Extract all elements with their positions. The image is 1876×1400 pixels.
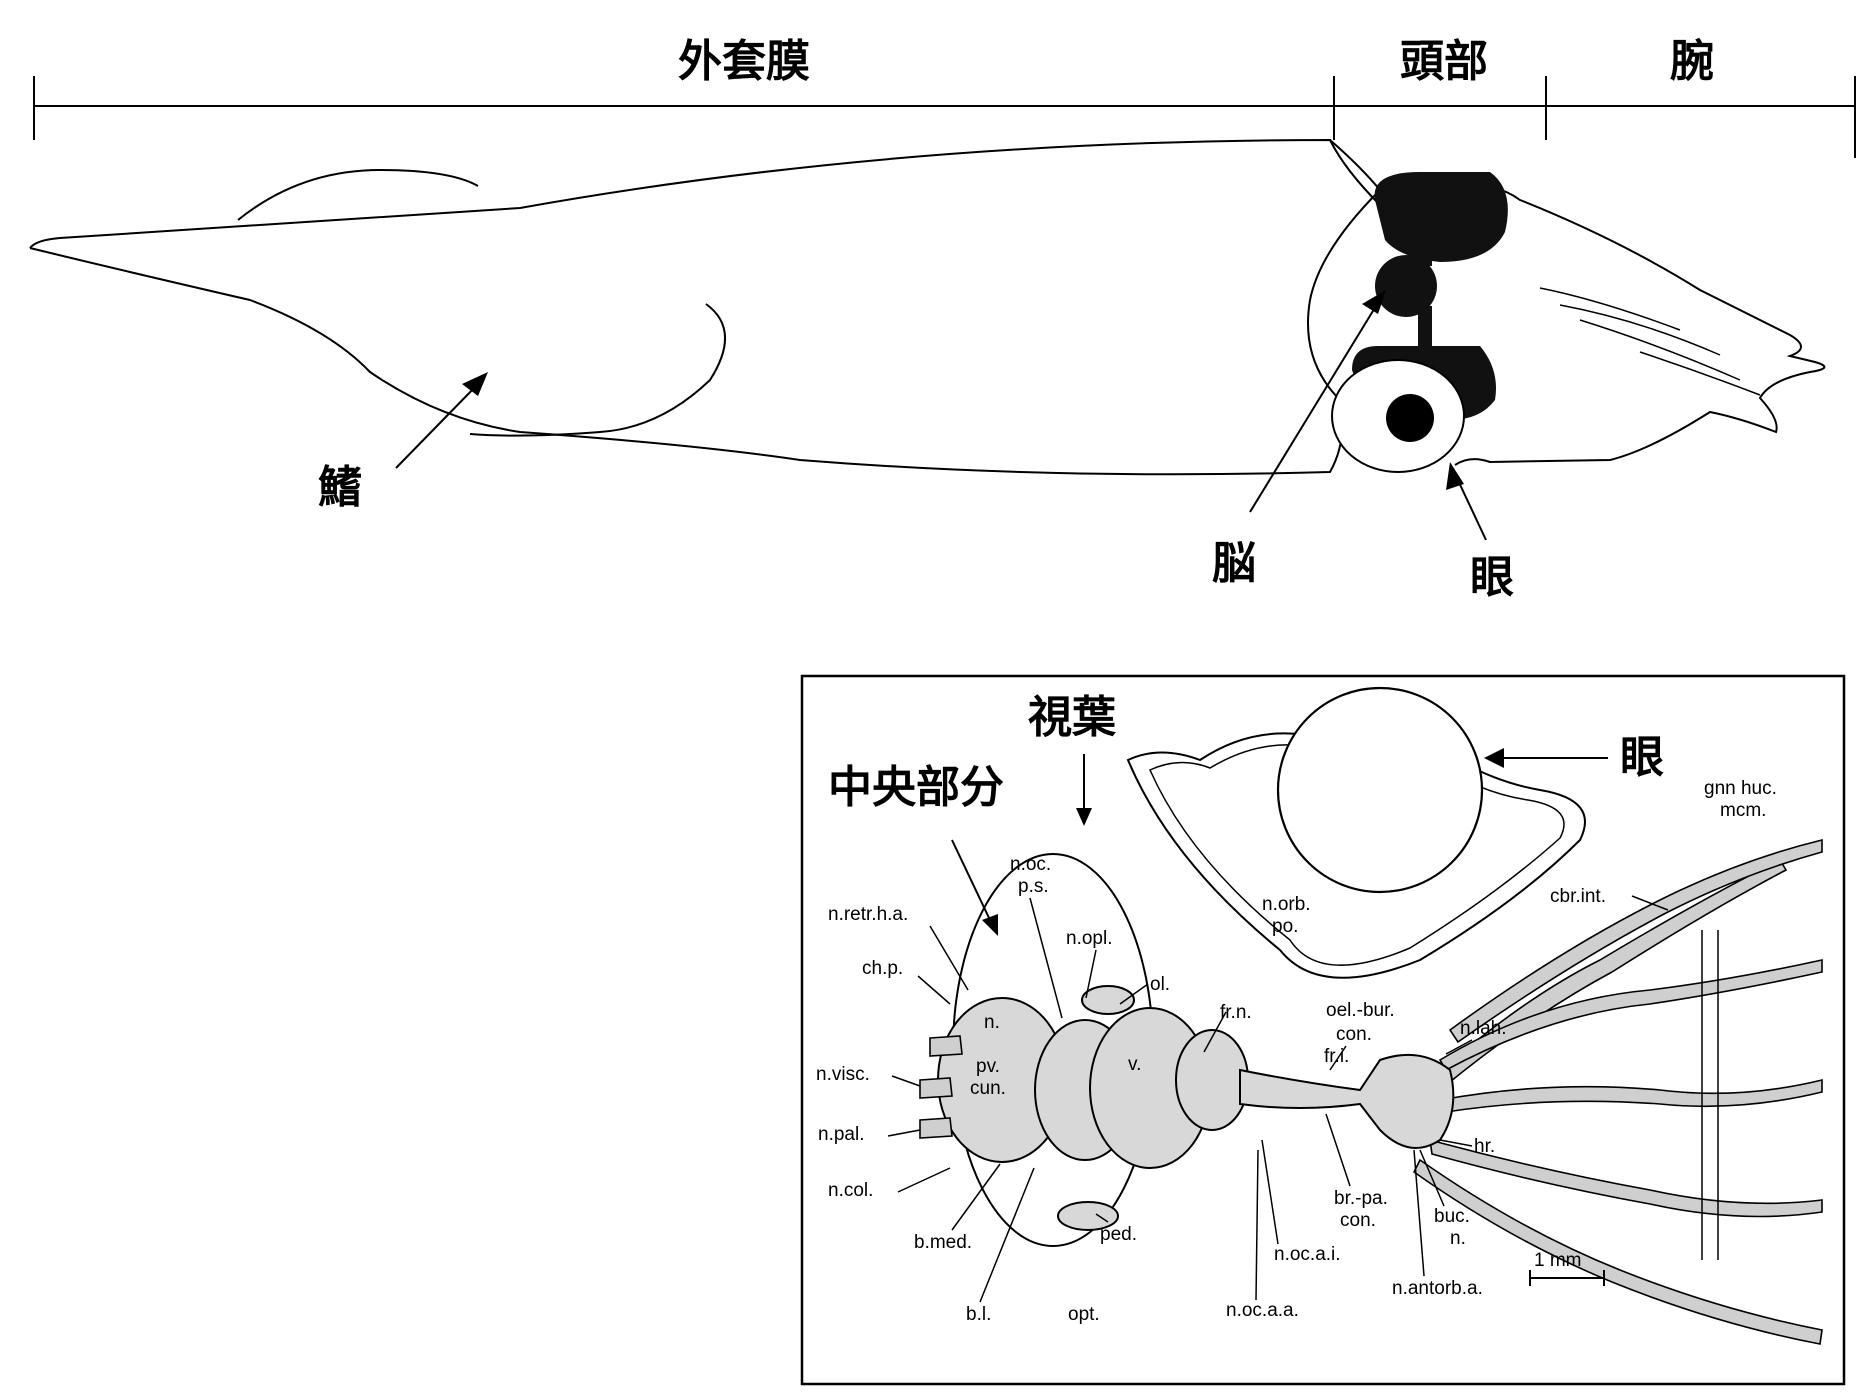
label-n-retr-h-a: n.retr.h.a. — [828, 904, 908, 925]
label-fr-i: fr.i. — [1324, 1046, 1349, 1067]
label-n-oc-a-a: n.oc.a.a. — [1226, 1300, 1299, 1321]
label-n-lah: n.lah. — [1460, 1018, 1506, 1039]
mantle-region-label: 外套膜 — [678, 36, 810, 87]
central-part-callout: 中央部分 — [828, 762, 1004, 813]
label-pv: pv. — [976, 1056, 1000, 1077]
brain-mass — [919, 985, 1455, 1231]
label-hr: hr. — [1474, 1136, 1495, 1157]
label-ped: ped. — [1100, 1224, 1137, 1245]
label-ch-p: ch.p. — [862, 958, 903, 979]
label-n-orb: n.orb. — [1262, 894, 1311, 915]
squid-eye — [1331, 359, 1465, 473]
label-n-oc: n.oc. — [1010, 854, 1051, 875]
label-n-oc-a-i: n.oc.a.i. — [1274, 1244, 1341, 1265]
arm-nerves — [1412, 838, 1823, 1345]
eye-label-top: 眼 — [1470, 552, 1514, 603]
head-region-label: 頭部 — [1400, 36, 1488, 87]
region-bracket — [33, 76, 1856, 158]
label-v: v. — [1128, 1054, 1141, 1075]
label-gnn-huc: gnn huc. — [1704, 778, 1777, 799]
scale-bar-label: 1 mm — [1534, 1250, 1582, 1271]
label-n-opl: n.opl. — [1066, 928, 1112, 949]
squid-body-outline — [29, 138, 1826, 476]
brain-label: 脳 — [1212, 538, 1256, 589]
label-buc: buc. — [1434, 1206, 1470, 1227]
label-n-pal: n.pal. — [818, 1124, 864, 1145]
callout-arrows — [951, 748, 1608, 936]
label-po: po. — [1272, 916, 1298, 937]
fin-label: 鰭 — [318, 462, 362, 513]
label-con-upper: con. — [1336, 1024, 1372, 1045]
eye-callout-bottom: 眼 — [1620, 732, 1664, 783]
label-con-lower: con. — [1340, 1210, 1376, 1231]
label-fr-n: fr.n. — [1220, 1002, 1252, 1023]
label-p-s: p.s. — [1018, 876, 1049, 897]
label-n-col: n.col. — [828, 1180, 873, 1201]
optic-lobe-callout: 視葉 — [1028, 692, 1117, 743]
label-buc-n: n. — [1450, 1228, 1466, 1249]
eye-globe — [1276, 686, 1484, 894]
label-n: n. — [984, 1012, 1000, 1033]
label-opt: opt. — [1068, 1304, 1100, 1325]
label-ol: ol. — [1150, 974, 1170, 995]
top-pointer-arrows — [395, 290, 1487, 541]
label-cun: cun. — [970, 1078, 1006, 1099]
arms-region-label: 腕 — [1670, 36, 1714, 87]
label-n-antorb-a: n.antorb.a. — [1392, 1278, 1483, 1299]
label-mcm: mcm. — [1720, 800, 1766, 821]
label-n-visc: n.visc. — [816, 1064, 870, 1085]
label-leader-lines — [887, 895, 1669, 1303]
label-oel-bur: oel.-bur. — [1326, 1000, 1395, 1021]
anatomy-label-group: n.oc. p.s. n.opl. ol. n.retr.h.a. ch.p. … — [816, 778, 1777, 1325]
label-b-l: b.l. — [966, 1304, 991, 1325]
label-cbr-int: cbr.int. — [1550, 886, 1606, 907]
label-b-med: b.med. — [914, 1232, 972, 1253]
label-br-pa: br.-pa. — [1334, 1188, 1388, 1209]
scale-bar — [1529, 1270, 1605, 1286]
